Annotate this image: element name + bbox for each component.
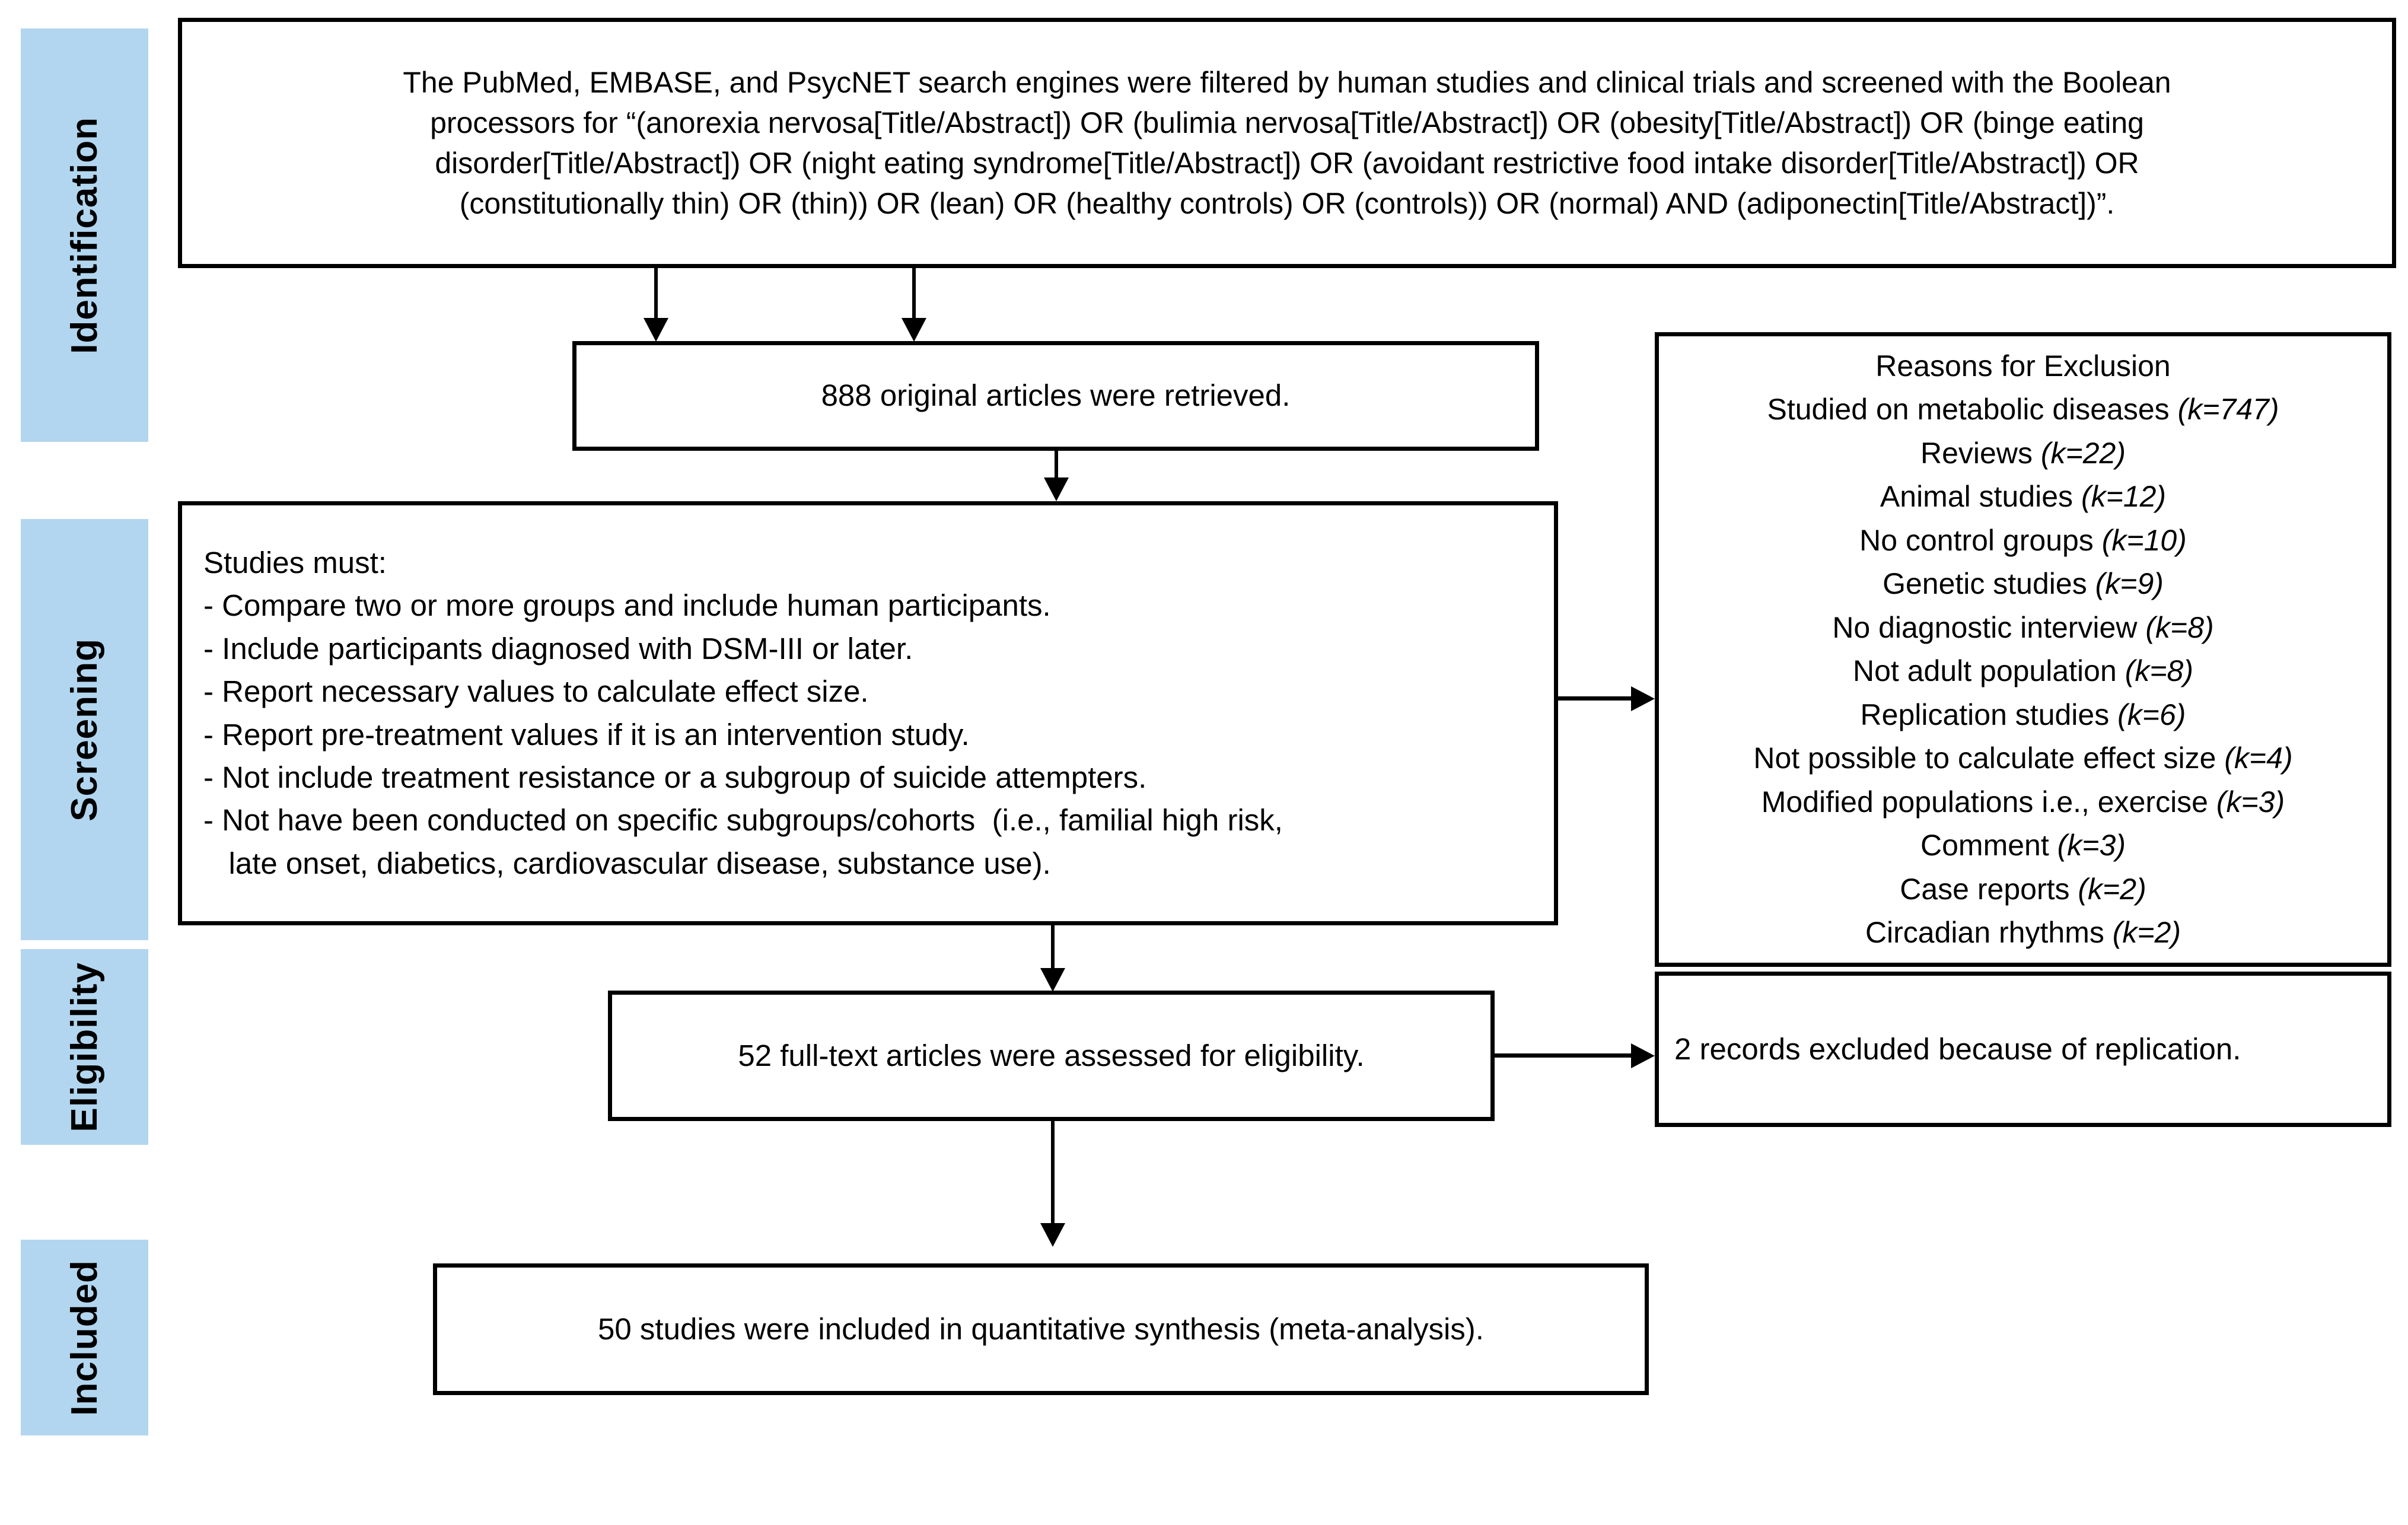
retrieved-articles-text: 888 original articles were retrieved.	[821, 378, 1291, 413]
exclusion-reason-row: Replication studies (k=6)	[1667, 693, 2379, 737]
exclusion-reason-row: Case reports (k=2)	[1667, 868, 2379, 912]
stage-label-identification-text: Identification	[63, 116, 105, 354]
exclusion-reason-count: (k=6)	[2117, 698, 2186, 731]
arrow-criteria-to-exclusions	[1631, 686, 1655, 711]
exclusion-reason-label: Studied on metabolic diseases	[1767, 393, 2170, 426]
stage-label-included-text: Included	[63, 1259, 105, 1416]
exclusion-reason-label: Animal studies	[1880, 480, 2073, 513]
search-strategy-line-3: disorder[Title/Abstract]) OR (night eati…	[435, 147, 2139, 180]
inclusion-criteria-heading: Studies must:	[203, 545, 387, 580]
stage-label-identification: Identification	[21, 28, 148, 442]
retrieved-articles-box: 888 original articles were retrieved.	[572, 341, 1539, 451]
included-studies-box: 50 studies were included in quantitative…	[433, 1263, 1649, 1395]
connector-fulltext-to-included	[1051, 1121, 1055, 1234]
exclusion-reason-count: (k=10)	[2101, 523, 2187, 557]
exclusion-reason-row: Animal studies (k=12)	[1667, 475, 2379, 519]
exclusion-reason-label: Comment	[1920, 829, 2049, 862]
inclusion-criteria-item: - Report necessary values to calculate e…	[203, 674, 869, 709]
exclusion-reasons-heading: Reasons for Exclusion	[1875, 349, 2171, 383]
exclusion-reason-label: Circadian rhythms	[1865, 916, 2104, 949]
search-strategy-line-2: processors for “(anorexia nervosa[Title/…	[430, 106, 2144, 139]
exclusion-reason-row: Not possible to calculate effect size (k…	[1667, 737, 2379, 781]
replication-excluded-box: 2 records excluded because of replicatio…	[1655, 972, 2391, 1127]
inclusion-criteria-item: - Not include treatment resistance or a …	[203, 760, 1147, 794]
connector-criteria-to-fulltext	[1051, 925, 1055, 985]
exclusion-reason-label: Not possible to calculate effect size	[1753, 741, 2216, 775]
exclusion-reason-count: (k=2)	[2112, 916, 2181, 949]
included-studies-text: 50 studies were included in quantitative…	[598, 1311, 1484, 1346]
exclusion-reason-count: (k=4)	[2224, 741, 2293, 775]
exclusion-reason-count: (k=747)	[2177, 393, 2279, 426]
arrow-search-to-retrieved-left	[644, 318, 668, 342]
arrow-criteria-to-fulltext	[1040, 968, 1065, 992]
arrow-retrieved-to-criteria	[1044, 477, 1069, 501]
exclusion-reason-row: Studied on metabolic diseases (k=747)	[1667, 388, 2379, 432]
search-strategy-box: The PubMed, EMBASE, and PsycNET search e…	[178, 18, 2396, 268]
exclusion-reason-count: (k=8)	[2124, 654, 2193, 687]
exclusion-reason-row: No control groups (k=10)	[1667, 519, 2379, 563]
inclusion-criteria-box: Studies must: - Compare two or more grou…	[178, 501, 1558, 925]
exclusion-reason-count: (k=3)	[2216, 785, 2285, 819]
exclusion-reason-count: (k=2)	[2078, 872, 2146, 906]
stage-label-included: Included	[21, 1240, 148, 1435]
arrow-fulltext-to-included	[1040, 1223, 1065, 1247]
exclusion-reason-label: Replication studies	[1860, 698, 2110, 731]
inclusion-criteria-item: - Include participants diagnosed with DS…	[203, 631, 913, 666]
exclusion-reason-count: (k=8)	[2145, 610, 2214, 644]
connector-search-to-retrieved-right	[912, 268, 916, 321]
exclusion-reason-row: No diagnostic interview (k=8)	[1667, 606, 2379, 650]
fulltext-assessed-text: 52 full-text articles were assessed for …	[738, 1038, 1365, 1072]
exclusion-reason-row: Genetic studies (k=9)	[1667, 562, 2379, 606]
connector-retrieved-to-criteria	[1055, 451, 1058, 480]
fulltext-assessed-box: 52 full-text articles were assessed for …	[608, 991, 1495, 1121]
exclusion-reason-label: No diagnostic interview	[1832, 610, 2138, 644]
exclusion-reason-row: Comment (k=3)	[1667, 824, 2379, 868]
exclusion-reason-count: (k=3)	[2057, 829, 2126, 862]
exclusion-reason-row: Circadian rhythms (k=2)	[1667, 911, 2379, 955]
arrow-fulltext-to-replication	[1631, 1043, 1655, 1068]
exclusion-reasons-box: Reasons for Exclusion Studied on metabol…	[1655, 332, 2391, 967]
inclusion-criteria-item: - Report pre-treatment values if it is a…	[203, 717, 970, 752]
inclusion-criteria-item: - Not have been conducted on specific su…	[203, 803, 1283, 838]
exclusion-reason-row: Modified populations i.e., exercise (k=3…	[1667, 781, 2379, 824]
exclusion-reason-label: No control groups	[1859, 523, 2094, 557]
exclusion-reason-count: (k=12)	[2081, 480, 2167, 513]
inclusion-criteria-item: late onset, diabetics, cardiovascular di…	[203, 846, 1051, 880]
exclusion-reason-label: Genetic studies	[1883, 567, 2087, 600]
stage-label-eligibility: Eligibility	[21, 949, 148, 1145]
inclusion-criteria-item: - Compare two or more groups and include…	[203, 588, 1051, 623]
exclusion-reason-row: Reviews (k=22)	[1667, 432, 2379, 476]
exclusion-reason-label: Case reports	[1900, 872, 2070, 906]
search-strategy-line-1: The PubMed, EMBASE, and PsycNET search e…	[403, 66, 2171, 99]
exclusion-reason-label: Not adult population	[1853, 654, 2117, 687]
replication-excluded-text: 2 records excluded because of replicatio…	[1674, 1031, 2241, 1066]
exclusion-reason-label: Reviews	[1920, 436, 2033, 470]
exclusion-reason-label: Modified populations i.e., exercise	[1761, 785, 2208, 819]
stage-label-eligibility-text: Eligibility	[63, 962, 105, 1132]
search-strategy-line-4: (constitutionally thin) OR (thin)) OR (l…	[459, 187, 2115, 220]
connector-search-to-retrieved-left	[654, 268, 658, 321]
exclusion-reason-count: (k=9)	[2095, 567, 2164, 600]
arrow-search-to-retrieved-right	[902, 318, 926, 342]
stage-label-screening-text: Screening	[63, 638, 105, 822]
connector-fulltext-to-replication	[1495, 1053, 1632, 1058]
exclusion-reason-count: (k=22)	[2040, 436, 2126, 470]
connector-criteria-to-exclusions	[1558, 696, 1632, 701]
stage-label-screening: Screening	[21, 519, 148, 940]
exclusion-reason-row: Not adult population (k=8)	[1667, 650, 2379, 693]
